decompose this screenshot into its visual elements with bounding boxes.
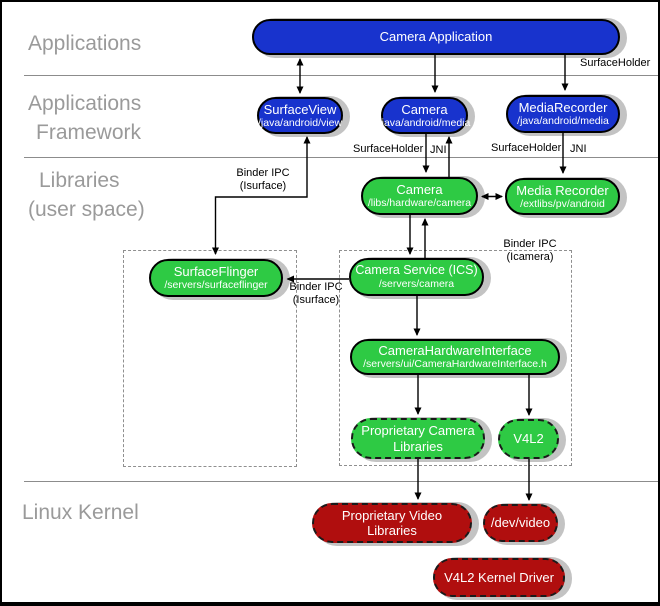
label-binder-ipc-isurface-surfaceflinger-line1: Binder IPC [289,281,343,293]
node-camera-hardware-interface: CameraHardwareInterface /servers/ui/Came… [350,339,560,375]
layer-label-framework-line2: Framework [36,121,142,144]
layer-label-framework-line1: Applications [28,92,142,115]
label-binder-ipc-isurface-surfaceview-line2: (Isurface) [239,180,287,192]
label-surfaceholder-mediarecorder: SurfaceHolder [491,142,562,154]
node-mediarecorder-framework-path: /java/android/media [517,115,609,128]
node-proprietary-camera-libraries-title: Proprietary Camera Libraries [361,423,475,454]
node-proprietary-video-libraries: Proprietary Video Libraries [312,503,472,543]
node-media-recorder-lib-path: /extlibs/pv/android [520,197,605,210]
layer-label-libraries-line1: Libraries [39,169,120,192]
arrow-surfaceview-surfaceflinger-binder [212,136,311,255]
node-camera-lib-title: Camera [396,182,443,198]
node-dev-video-title: /dev/video [490,515,551,531]
layer-label-linux-kernel: Linux Kernel [22,498,139,527]
layer-label-libraries-line2: (user space) [28,198,145,221]
layer-label-applications: Applications [28,29,141,58]
label-binder-ipc-isurface-surfaceview: Binder IPC (Isurface) [230,167,296,193]
node-camera-framework: Camera /java/android/media [378,97,471,134]
node-surfaceview-path: /java/android/view [257,116,343,129]
label-jni-camera: JNI [430,144,447,156]
node-v4l2-kernel-driver-title: V4L2 Kernel Driver [444,569,554,585]
node-camera-service: Camera Service (ICS) /servers/camera [349,258,484,296]
node-camera-application-title: Camera Application [379,29,493,45]
node-surfaceflinger: SurfaceFlinger /servers/surfaceflinger [149,259,283,297]
label-surfaceholder-camera: SurfaceHolder [353,143,424,155]
surfaceflinger-process-group [123,250,297,467]
cameraservice-process-group [339,250,572,466]
node-surfaceview: SurfaceView /java/android/view [257,97,343,134]
label-surfaceholder-top: SurfaceHolder [580,57,651,69]
node-proprietary-camera-libraries: Proprietary Camera Libraries [351,418,485,459]
layer-label-applications-framework: Applications Framework [28,89,141,147]
node-surfaceview-title: SurfaceView [263,101,337,117]
node-v4l2-kernel-driver: V4L2 Kernel Driver [433,558,565,597]
node-camera-service-path: /servers/camera [378,278,455,291]
label-jni-mediarecorder: JNI [570,143,587,155]
label-binder-ipc-isurface-surfaceflinger: Binder IPC (Isurface) [287,281,345,307]
node-camera-framework-title: Camera [401,101,448,117]
node-mediarecorder-framework-title: MediaRecorder [518,100,608,116]
label-binder-ipc-icamera-line1: Binder IPC [503,238,557,250]
label-binder-ipc-icamera: Binder IPC (Icamera) [499,238,561,264]
node-media-recorder-lib-title: Media Recorder [516,182,609,198]
node-camera-framework-path: /java/android/media [378,116,471,129]
label-binder-ipc-icamera-line2: (Icamera) [506,251,554,263]
node-camera-application: Camera Application [252,19,620,55]
divider-libraries-kernel [24,481,658,482]
divider-applications-framework [24,75,658,76]
node-camera-lib-path: /libs/hardware/camera [367,197,472,210]
divider-framework-libraries [24,157,658,158]
label-binder-ipc-isurface-surfaceview-line1: Binder IPC [236,167,290,179]
layer-label-libraries: Libraries (user space) [28,166,145,224]
node-camera-service-title: Camera Service (ICS) [355,263,478,278]
layer-label-applications-text: Applications [28,32,142,55]
node-v4l2-title: V4L2 [513,431,544,447]
node-surfaceflinger-title: SurfaceFlinger [173,264,259,280]
node-v4l2: V4L2 [498,419,559,459]
node-proprietary-video-libraries-title: Proprietary Video Libraries [341,507,443,538]
node-dev-video: /dev/video [483,504,558,542]
node-surfaceflinger-path: /servers/surfaceflinger [164,279,268,292]
label-binder-ipc-isurface-surfaceflinger-line2: (Isurface) [292,294,340,306]
node-chi-title: CameraHardwareInterface [378,343,532,359]
layer-label-kernel-text: Linux Kernel [22,501,139,524]
node-chi-path: /servers/ui/CameraHardwareInterface.h [363,358,547,371]
node-camera-lib: Camera /libs/hardware/camera [361,177,478,215]
node-media-recorder-lib: Media Recorder /extlibs/pv/android [505,178,620,215]
node-mediarecorder-framework: MediaRecorder /java/android/media [506,95,620,133]
